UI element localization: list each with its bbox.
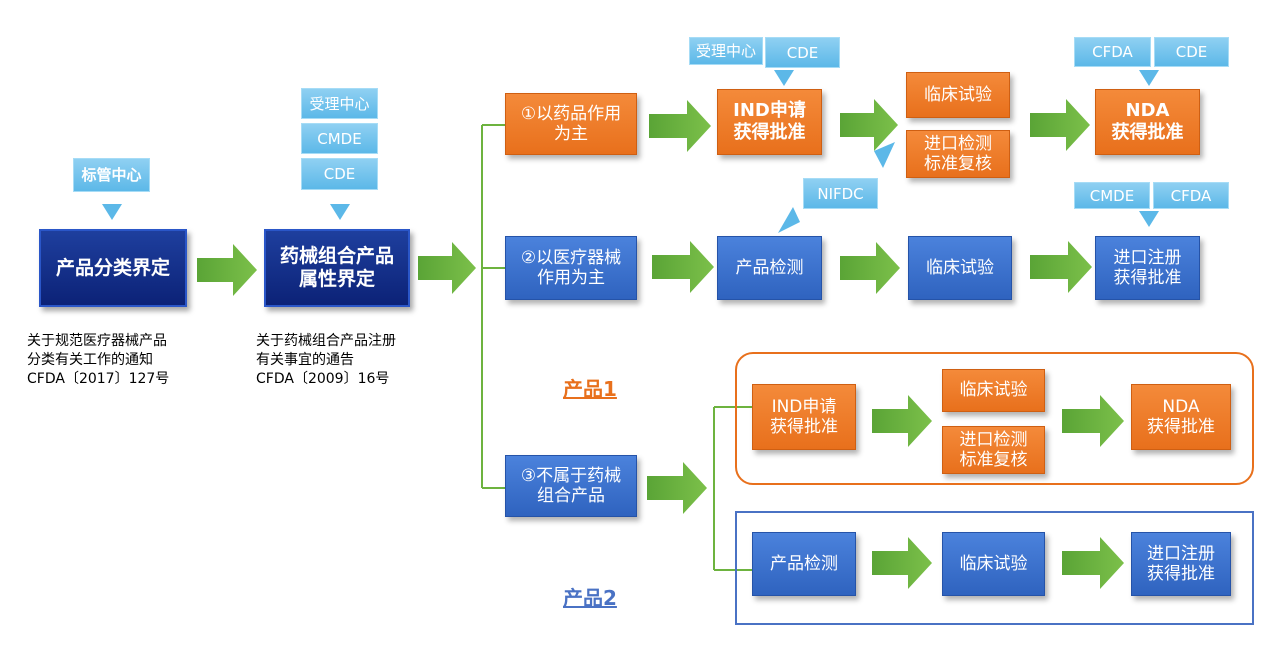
tag-b1-acceptance-center: 受理中心 (689, 37, 763, 65)
step1-reference-note: 关于规范医疗器械产品 分类有关工作的通知 CFDA〔2017〕127号 (27, 333, 170, 387)
tag-nifdc: NIFDC (803, 178, 878, 209)
tag-b1-cde: CDE (765, 37, 840, 68)
nifdc-pointer-clinical (874, 142, 895, 168)
pointer-triangle-icon (330, 204, 350, 220)
product-connector-line (713, 406, 752, 571)
p2-clinical-trial[interactable]: 临床试验 (942, 532, 1045, 596)
arrow-p1-ind-to-clinical (872, 395, 932, 447)
branch3-not-combination[interactable]: ③不属于药械 组合产品 (505, 455, 637, 517)
pointer-triangle-icon (1139, 211, 1159, 227)
step1-classification-box[interactable]: 产品分类界定 (39, 229, 187, 307)
arrow-b1-to-ind (649, 100, 711, 152)
arrow-test-to-clinical (840, 242, 900, 294)
tag-b2-cmde: CMDE (1074, 182, 1150, 209)
p1-clinical-trial[interactable]: 临床试验 (942, 369, 1045, 412)
arrow-step1-to-step2 (197, 244, 257, 296)
tag-b1-cde-2: CDE (1154, 37, 1229, 67)
pointer-triangle-icon (1139, 70, 1159, 86)
p1-ind-approved[interactable]: IND申请 获得批准 (752, 384, 856, 450)
product1-frame (735, 352, 1254, 485)
arrow-p2-clinical-to-reg (1062, 537, 1124, 589)
p2-product-testing[interactable]: 产品检测 (752, 532, 856, 596)
product2-label: 产品2 (563, 586, 617, 610)
pointer-triangle-icon (774, 70, 794, 86)
branch2-device-primary[interactable]: ②以医疗器械 作用为主 (505, 236, 637, 300)
arrow-clinical-to-nda (1030, 99, 1090, 151)
step2-reference-note: 关于药械组合产品注册 有关事宜的通告 CFDA〔2009〕16号 (256, 333, 396, 387)
tag-b2-cfda: CFDA (1153, 182, 1229, 209)
arrow-step2-to-branches (418, 242, 476, 294)
tag-acceptance-center: 受理中心 (301, 88, 378, 119)
b1-nda-approved[interactable]: NDA 获得批准 (1095, 89, 1200, 155)
product1-label: 产品1 (563, 377, 617, 401)
b1-ind-approved[interactable]: IND申请 获得批准 (717, 89, 822, 155)
b2-import-registration[interactable]: 进口注册 获得批准 (1095, 236, 1200, 300)
p1-import-test-review[interactable]: 进口检测 标准复核 (942, 426, 1045, 474)
b1-clinical-trial[interactable]: 临床试验 (906, 72, 1010, 118)
tag-cmde: CMDE (301, 123, 378, 154)
p1-nda-approved[interactable]: NDA 获得批准 (1131, 384, 1231, 450)
nifdc-pointer-up (778, 207, 800, 233)
tag-standard-center: 标管中心 (73, 158, 150, 192)
pointer-triangle-icon (102, 204, 122, 220)
b2-clinical-trial[interactable]: 临床试验 (908, 236, 1012, 300)
tag-b1-cfda: CFDA (1074, 37, 1151, 67)
arrow-p1-clinical-to-nda (1062, 395, 1124, 447)
step2-attribute-box[interactable]: 药械组合产品 属性界定 (264, 229, 410, 307)
arrow-b3-to-products (647, 462, 707, 514)
arrow-p2-test-to-clinical (872, 537, 932, 589)
p2-import-registration[interactable]: 进口注册 获得批准 (1131, 532, 1231, 596)
branch1-drug-primary[interactable]: ①以药品作用 为主 (505, 93, 637, 155)
product2-frame (735, 511, 1254, 625)
arrow-clinical-to-reg (1030, 241, 1092, 293)
branch-connector-line (481, 124, 505, 489)
b1-import-test-review[interactable]: 进口检测 标准复核 (906, 130, 1010, 178)
tag-cde: CDE (301, 158, 378, 190)
arrow-ind-to-clinical (840, 99, 898, 151)
arrow-b2-to-test (652, 241, 714, 293)
b2-product-testing[interactable]: 产品检测 (717, 236, 822, 300)
